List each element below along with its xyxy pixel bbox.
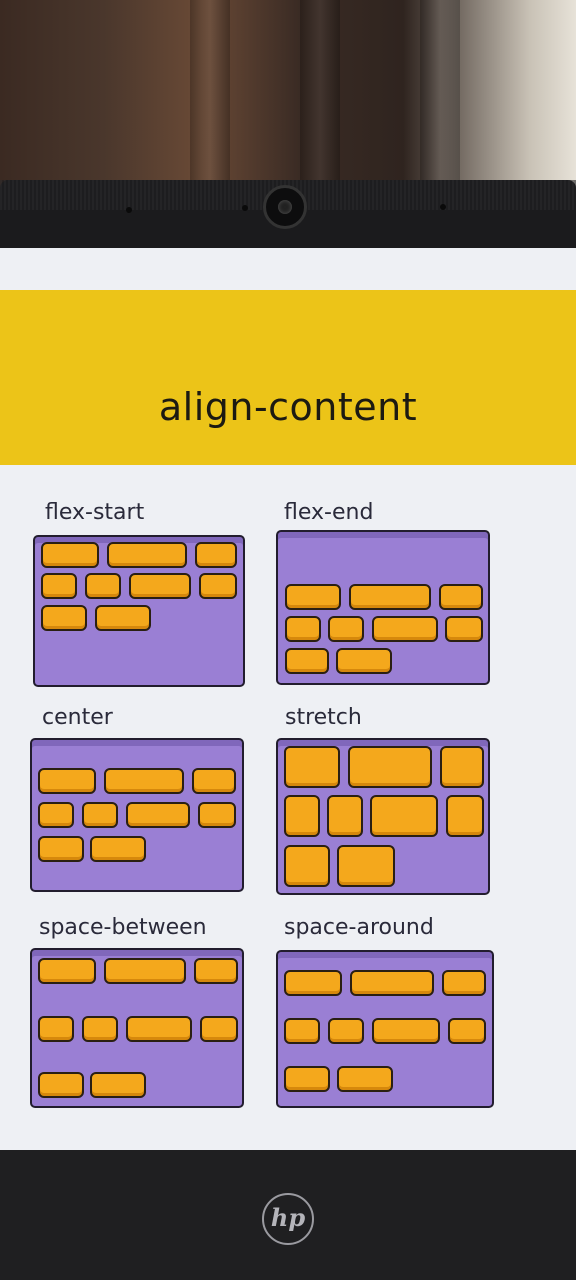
page-title: align-content [158,385,418,429]
flex-item [285,616,321,642]
curtain-fold [300,0,340,190]
flex-item [126,1016,192,1042]
panel-label-flex-start: flex-start [45,500,145,525]
flex-item [328,616,364,642]
flex-item [95,605,151,631]
flex-item [104,768,184,794]
flex-item [85,573,121,599]
flex-item [285,584,341,610]
microphone-dot [242,205,248,211]
panel-stretch [276,738,490,895]
flex-item [107,542,187,568]
flex-item [90,1072,146,1098]
flex-item [448,1018,486,1044]
panel-space-around [276,950,494,1108]
flex-item [440,746,484,788]
flex-item [41,542,99,568]
panel-label-space-between: space-between [39,915,207,940]
hp-logo: hp [262,1193,314,1245]
flex-item [284,746,340,788]
flex-item [38,1016,74,1042]
panel-label-space-around: space-around [284,915,434,940]
flex-item [192,768,236,794]
panel-label-center: center [42,705,113,730]
flex-item [337,1066,393,1092]
flex-item [38,768,96,794]
panel-center [30,738,244,892]
laptop-screen: align-content flex-start flex-end center… [0,248,576,1150]
flex-item [445,616,483,642]
flex-item [126,802,190,828]
flex-item [348,746,432,788]
flex-item [41,573,77,599]
flex-item [82,1016,118,1042]
flex-item [337,845,395,887]
flex-item [350,970,434,996]
title-banner: align-content [0,290,576,465]
flex-item [90,836,146,862]
curtain-fold [190,0,230,190]
flex-item [349,584,431,610]
flex-item [38,836,84,862]
flex-item [442,970,486,996]
flex-item [446,795,484,837]
panel-label-stretch: stretch [285,705,362,730]
curtain-fold [420,0,460,190]
flex-item [336,648,392,674]
flex-item [200,1016,238,1042]
flex-item [372,616,438,642]
panel-label-flex-end: flex-end [284,500,374,525]
flex-item [38,958,96,984]
flex-item [38,802,74,828]
flex-item [129,573,191,599]
background-wall [0,0,576,190]
flex-item [82,802,118,828]
flex-item [284,1018,320,1044]
flex-item [38,1072,84,1098]
flex-item [284,795,320,837]
flex-item [198,802,236,828]
flex-item [199,573,237,599]
flex-item [439,584,483,610]
flex-item [370,795,438,837]
webcam-icon [263,185,307,229]
flex-item [328,1018,364,1044]
flex-item [284,970,342,996]
flex-item [194,958,238,984]
flex-item [285,648,329,674]
flex-item [41,605,87,631]
microphone-dot [126,207,132,213]
flex-item [284,845,330,887]
flex-item [327,795,363,837]
panel-space-between [30,948,244,1108]
flex-item [372,1018,440,1044]
panel-flex-start [33,535,245,687]
flex-item [284,1066,330,1092]
panel-flex-end [276,530,490,685]
microphone-dot [440,204,446,210]
flex-item [104,958,186,984]
flex-item [195,542,237,568]
